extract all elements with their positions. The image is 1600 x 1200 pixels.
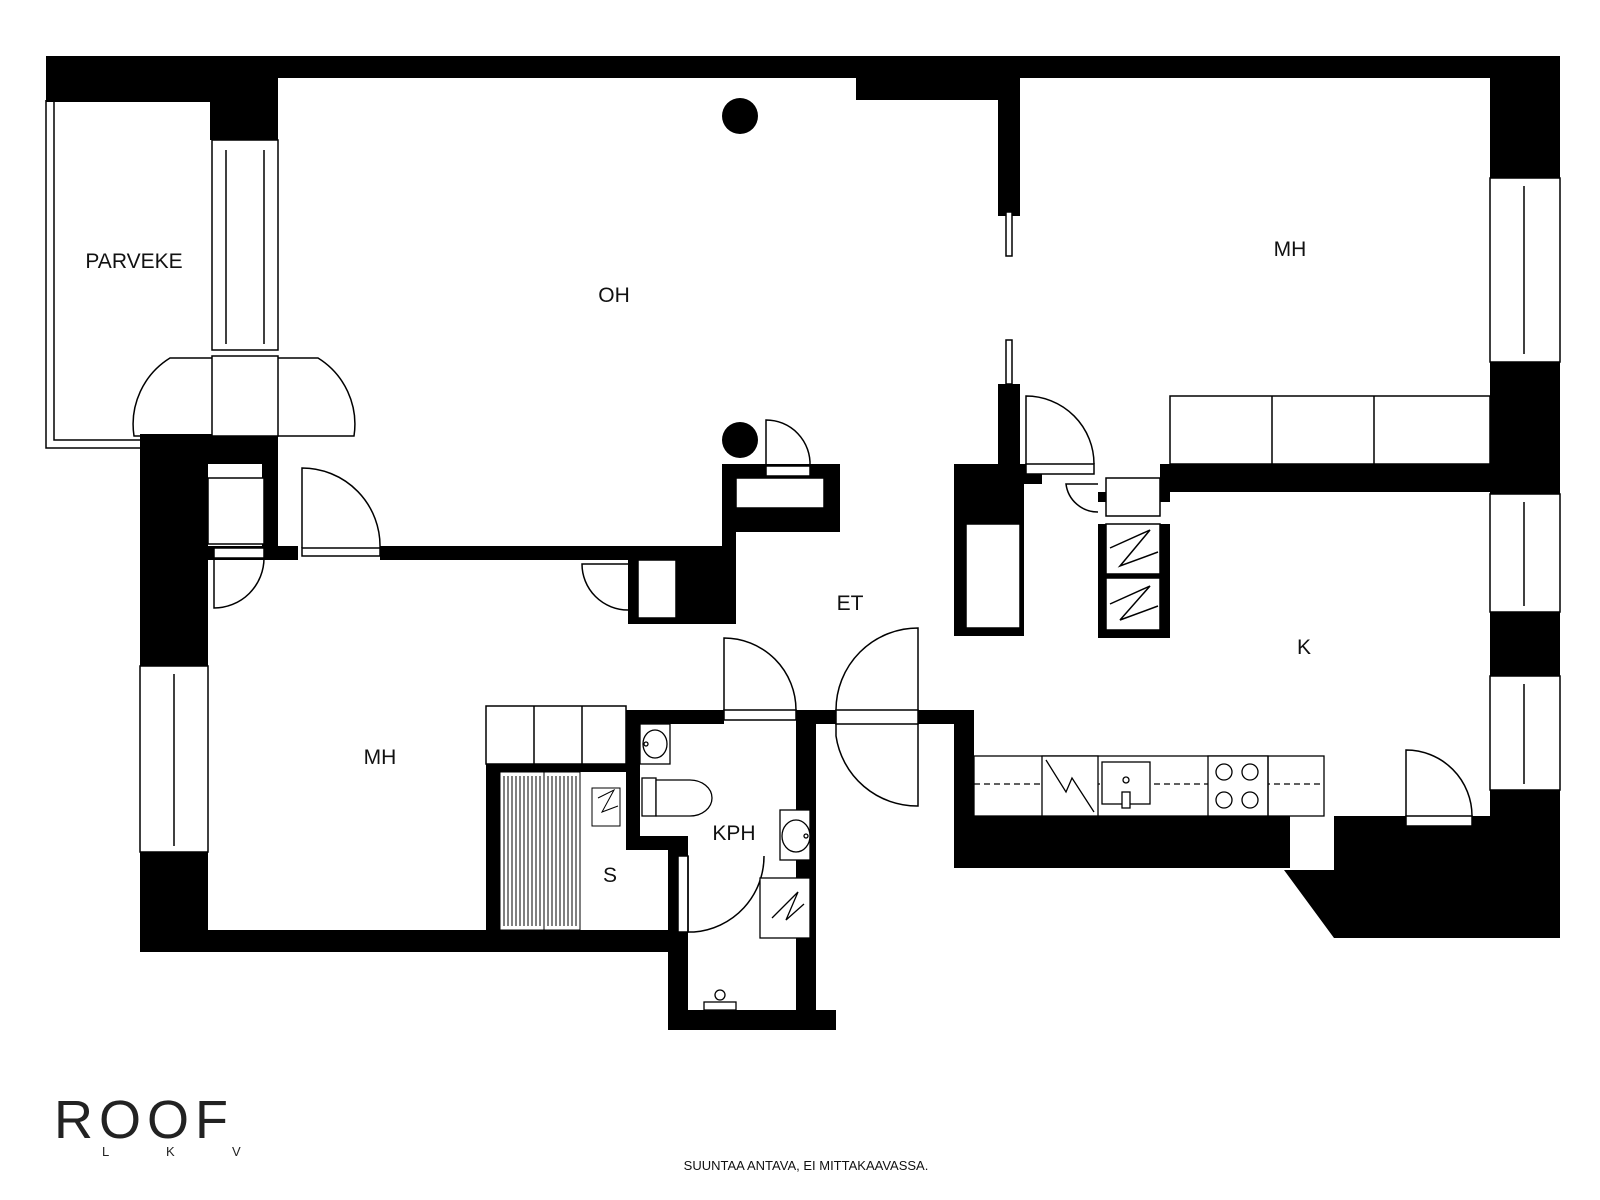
balcony xyxy=(45,100,210,449)
room-label-k: K xyxy=(1297,636,1311,659)
roof-logo: ROOF L K V xyxy=(54,1090,241,1159)
doors xyxy=(132,355,1473,933)
room-labels: PARVEKE OH MH MH ET K KPH S xyxy=(85,238,1311,887)
scale-disclaimer: SUUNTAA ANTAVA, EI MITTAKAAVASSA. xyxy=(684,1158,929,1173)
logo-main-text: ROOF xyxy=(54,1090,234,1150)
logo-sub-letter-1: L xyxy=(102,1144,109,1159)
logo-sub-letter-3: V xyxy=(232,1144,241,1159)
logo-sub-letter-2: K xyxy=(166,1144,175,1159)
room-label-mh-right: MH xyxy=(1274,238,1307,261)
windows xyxy=(139,139,1561,853)
room-label-mh-left: MH xyxy=(364,746,397,769)
room-label-s: S xyxy=(603,864,617,887)
sauna-bench xyxy=(499,771,621,931)
room-label-parveke: PARVEKE xyxy=(85,250,182,273)
room-label-oh: OH xyxy=(598,284,630,307)
bathroom-fixtures xyxy=(639,723,811,1011)
columns xyxy=(722,98,758,458)
wardrobes xyxy=(485,395,1491,765)
room-label-et: ET xyxy=(837,592,864,615)
room-label-kph: KPH xyxy=(712,822,755,845)
kitchen-counter xyxy=(973,755,1325,817)
